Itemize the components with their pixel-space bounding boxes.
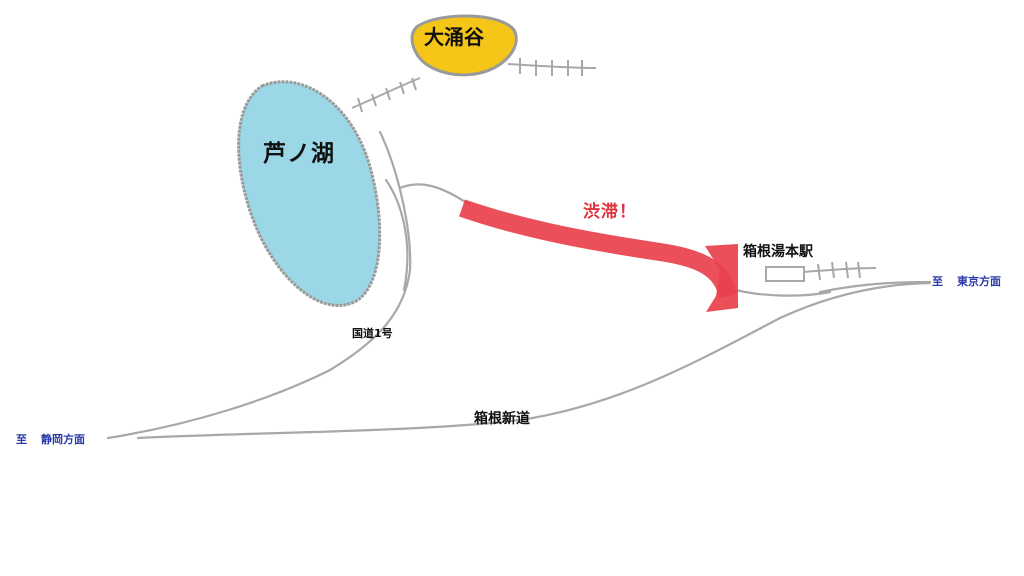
- to-shizuoka-direction: 至 静岡方面: [16, 434, 85, 445]
- hakone-shindo-label: 箱根新道: [474, 411, 530, 427]
- to-shizuoka-prefix: 至: [16, 433, 27, 446]
- to-tokyo-place: 東京方面: [957, 275, 1001, 288]
- to-tokyo-direction: 至 東京方面: [932, 276, 1001, 287]
- railway-owakudani: [351, 58, 597, 113]
- route-1-label: 国道1号: [352, 327, 393, 340]
- traffic-jam-arrow: [459, 199, 738, 312]
- lake-ashi-label: 芦ノ湖: [263, 141, 335, 167]
- to-shizuoka-place: 静岡方面: [41, 433, 85, 446]
- road-network: [106, 130, 932, 440]
- hakone-yumoto-station-label: 箱根湯本駅: [743, 244, 813, 260]
- railway-yumoto: [765, 261, 877, 282]
- owakudani-area: [410, 14, 518, 77]
- traffic-jam-label: 渋滞！: [583, 202, 637, 222]
- owakudani-label: 大涌谷: [424, 25, 484, 49]
- to-tokyo-prefix: 至: [932, 275, 943, 288]
- lake-ashi: [237, 80, 382, 307]
